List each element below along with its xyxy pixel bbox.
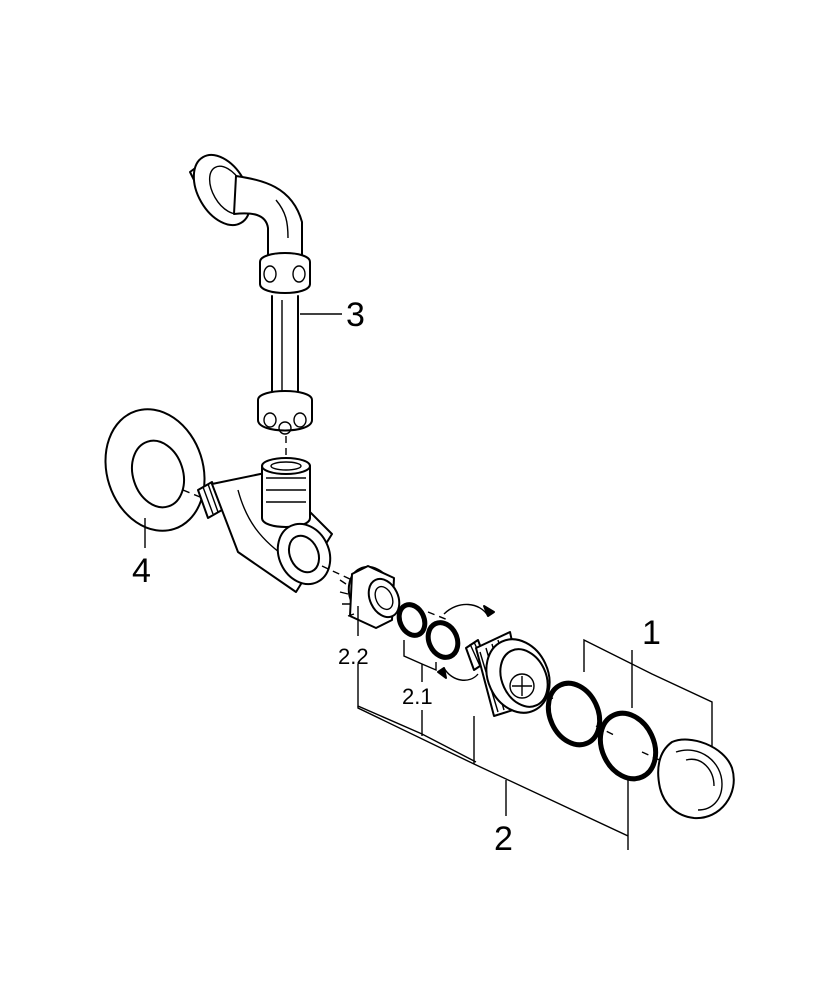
- rotation-arrow-icon: [437, 603, 495, 681]
- valve-cartridge-part-2: [465, 631, 551, 717]
- leader-bracket-2-2: [357, 606, 477, 763]
- rosette-part-4: [104, 408, 206, 532]
- rosette-axis-dashed-line: [182, 489, 201, 498]
- angle-valve-body: [197, 457, 333, 593]
- callout-4: 4: [132, 552, 151, 590]
- leader-bracket-1: [583, 638, 713, 746]
- callout-1: 1: [642, 614, 661, 652]
- o-rings-part-2-1: [396, 602, 461, 660]
- leader-bracket-2: [357, 706, 629, 850]
- main-axis-dashed-line: [321, 565, 665, 763]
- cover-set-part-1: [545, 680, 735, 820]
- connection-pipe-part-3: [189, 153, 313, 435]
- threaded-adapter-part-2-2: [339, 565, 401, 629]
- leader-bracket-2-1: [403, 640, 437, 736]
- callout-2-2: 2.2: [338, 644, 369, 669]
- callout-3: 3: [346, 296, 365, 334]
- callout-2-1: 2.1: [402, 684, 433, 709]
- callout-2: 2: [494, 820, 513, 858]
